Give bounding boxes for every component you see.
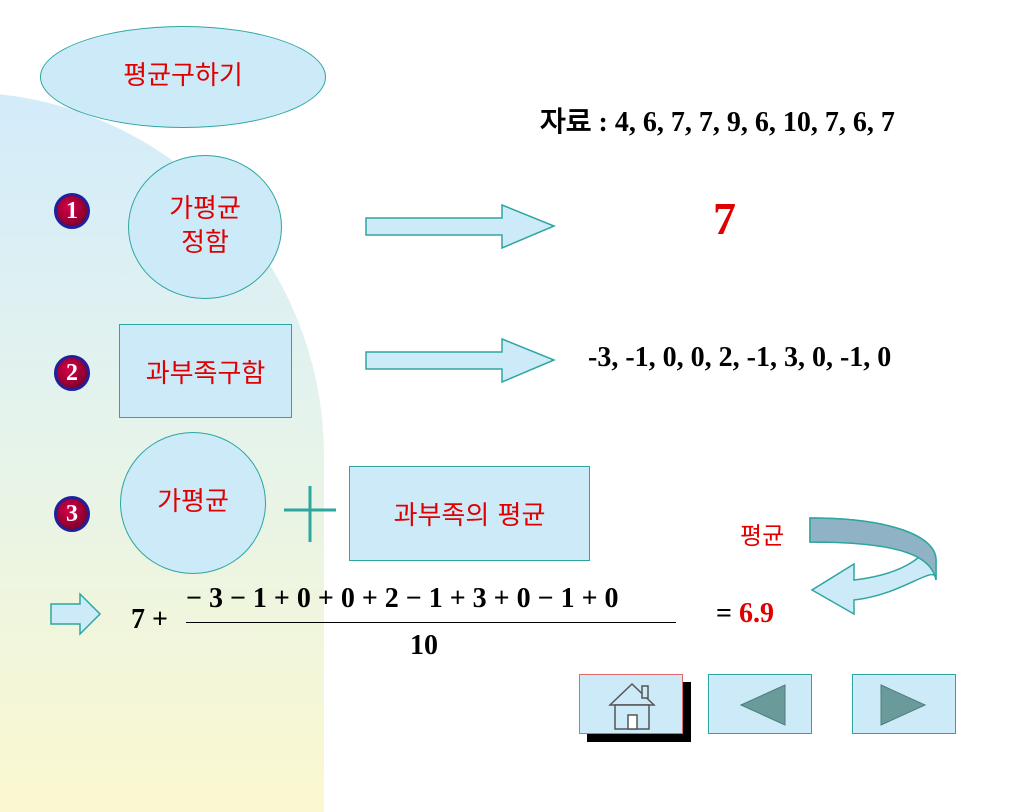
step-badge-1: 1 (54, 193, 90, 229)
curved-arrow-icon (809, 517, 937, 616)
step-2-box: 과부족구함 (119, 324, 292, 418)
formula-denominator: 10 (410, 630, 438, 661)
arrow-right-icon (50, 592, 102, 636)
triangle-right-icon (880, 684, 927, 726)
step-1-label-line2: 정함 (181, 228, 229, 258)
step-1-label-line1: 가평균 (169, 194, 241, 225)
formula-numerator: − 3 − 1 + 0 + 0 + 2 − 1 + 3 + 0 − 1 + 0 (186, 583, 619, 614)
title-oval: 평균구하기 (40, 26, 326, 128)
data-line: 자료 : 4, 6, 7, 7, 9, 6, 10, 7, 6, 7 (540, 107, 895, 138)
step-3-oval: 가평균 (120, 432, 266, 574)
arrow-right-icon (365, 337, 556, 384)
page-title: 평균구하기 (123, 61, 243, 92)
average-label: 평균 (740, 522, 785, 550)
step-2-label: 과부족구함 (145, 358, 266, 389)
home-button[interactable] (579, 674, 683, 734)
result-value: 6.9 (738, 598, 774, 629)
fraction-bar (186, 622, 676, 623)
step-3-box: 과부족의 평균 (349, 466, 590, 561)
step-1-result: 7 (713, 193, 736, 244)
step-1-oval: 가평균 정함 (128, 155, 282, 299)
home-icon (608, 682, 656, 730)
formula-lead: 7 + (131, 604, 168, 635)
next-button[interactable] (852, 674, 956, 734)
formula-result: = 6.9 (716, 598, 774, 630)
plus-icon (284, 486, 336, 542)
triangle-left-icon (739, 684, 786, 726)
step-3-label: 가평균 (157, 487, 229, 518)
step-badge-3: 3 (54, 496, 90, 532)
step-3-box-label: 과부족의 평균 (393, 501, 546, 531)
step-badge-2: 2 (54, 355, 90, 391)
equals-sign: = (716, 598, 732, 629)
prev-button[interactable] (708, 674, 812, 734)
arrow-right-icon (365, 203, 556, 250)
step-2-result: -3, -1, 0, 0, 2, -1, 3, 0, -1, 0 (588, 342, 892, 373)
